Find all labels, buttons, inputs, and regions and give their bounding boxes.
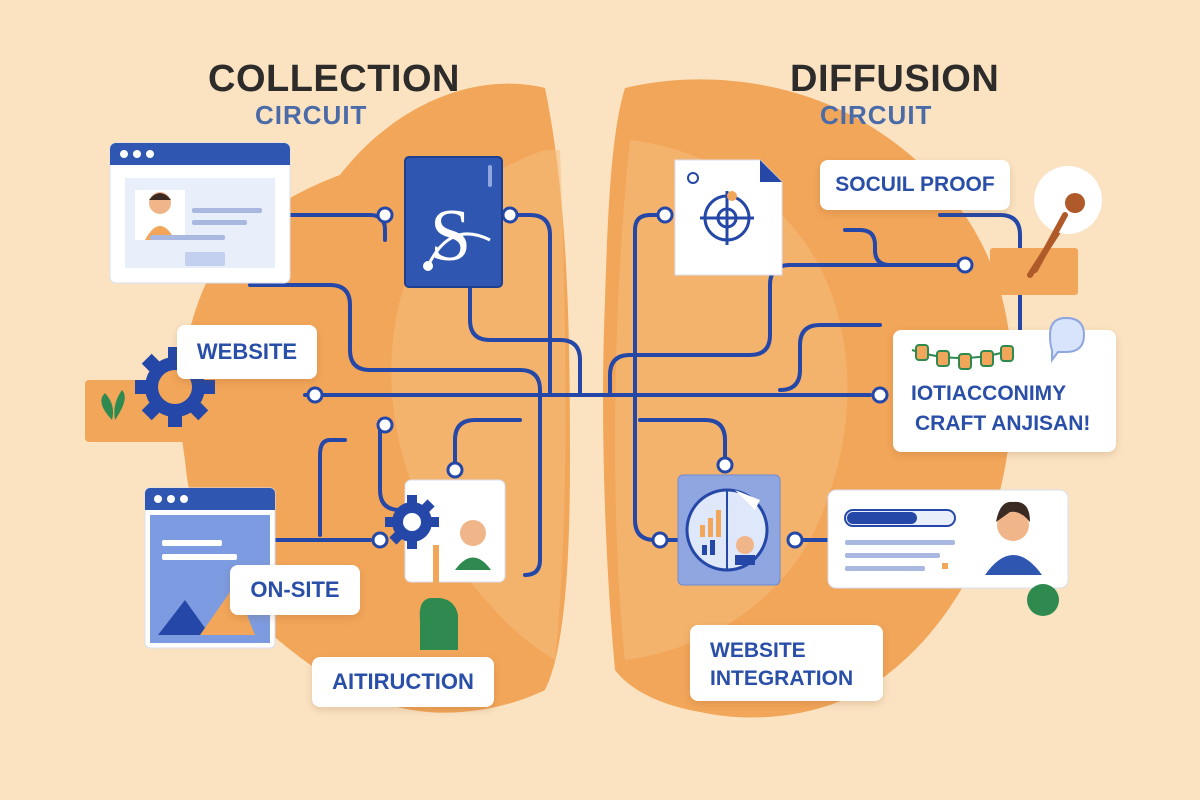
- craft-label-card: IOTIACCONIMY CRAFT ANJISAN!: [893, 330, 1116, 452]
- craft-label-line1: IOTIACCONIMY: [911, 382, 1067, 405]
- avatar: [985, 501, 1042, 575]
- integration-label-line2: INTEGRATION: [710, 667, 854, 690]
- magnifier-bar-illustration: [990, 166, 1102, 295]
- circuit-nodes: [306, 206, 974, 549]
- profile-window-illustration: [109, 142, 291, 284]
- pointing-hand-icon: [419, 598, 458, 650]
- website-integration-label: WEBSITE INTEGRATION: [690, 625, 883, 701]
- logo-tablet-illustration: S: [404, 156, 503, 288]
- on-site-label: ON-SITE: [230, 565, 360, 615]
- svg-text:S: S: [430, 195, 471, 277]
- diffusion-subtitle: CIRCUIT: [820, 100, 933, 130]
- attraction-label: AITIRUCTION: [312, 657, 494, 707]
- collection-subtitle: CIRCUIT: [255, 100, 368, 130]
- leaf-icon: [101, 390, 125, 420]
- craft-label-line2: CRAFT ANJISAN!: [915, 412, 1091, 435]
- website-label: WEBSITE: [177, 325, 317, 379]
- profile-card-illustration: [827, 489, 1069, 616]
- collection-title: COLLECTION: [208, 58, 460, 100]
- integration-label-line1: WEBSITE: [710, 639, 806, 662]
- social-proof-label: SOCUIL PROOF: [820, 160, 1010, 210]
- diffusion-title: DIFFUSION: [790, 58, 1000, 100]
- right-hemisphere-shade: [615, 140, 848, 660]
- target-document-illustration: [674, 159, 783, 276]
- analytics-tile-illustration: [677, 474, 781, 586]
